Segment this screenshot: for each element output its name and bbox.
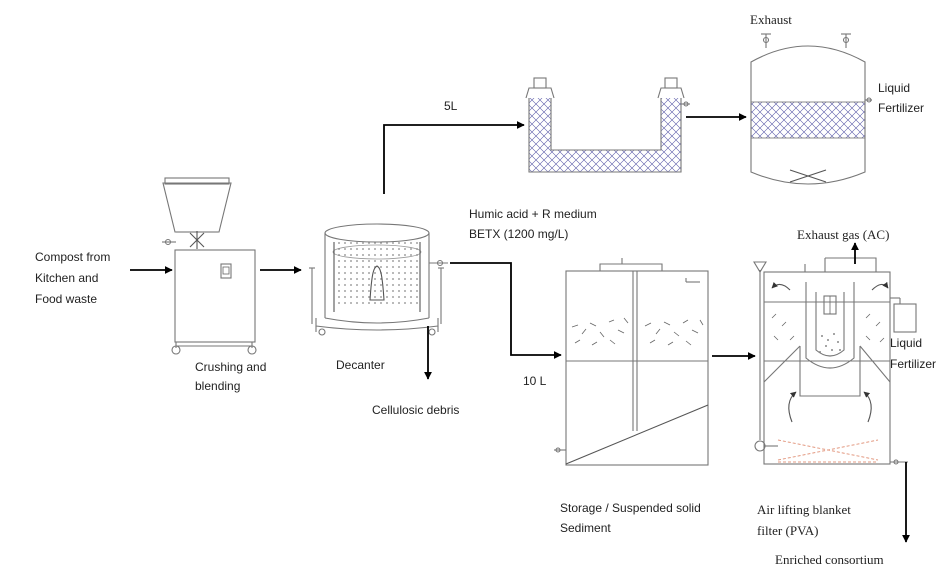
- storage-sediment-tank: [554, 258, 709, 466]
- label-liquid-fertilizer-top-1: Liquid: [878, 81, 911, 95]
- label-crushing-line2: blending: [195, 379, 241, 393]
- decanter: [309, 223, 448, 336]
- label-compost-line2: Kitchen and: [35, 271, 99, 285]
- crusher-blender: [162, 177, 257, 355]
- fertilizer-reactor-top: [750, 33, 872, 185]
- label-decanter: Decanter: [336, 358, 385, 372]
- label-liquid-fertilizer-bottom-1: Liquid: [890, 336, 923, 350]
- label-storage-line2: Sediment: [560, 521, 611, 535]
- label-humic-acid: Humic acid + R medium: [469, 207, 597, 221]
- airlift-blanket-filter: [753, 257, 917, 465]
- u-tank: [525, 77, 690, 173]
- label-volume-5l: 5L: [444, 99, 458, 113]
- label-cellulosic-debris: Cellulosic debris: [372, 403, 460, 417]
- flow-arrows: [130, 113, 910, 543]
- label-liquid-fertilizer-bottom-2: Fertilizer: [890, 357, 937, 371]
- label-enriched-consortium: Enriched consortium: [775, 552, 884, 567]
- label-crushing-line1: Crushing and: [195, 360, 267, 374]
- label-exhaust-gas: Exhaust gas (AC): [797, 227, 890, 242]
- label-compost-line3: Food waste: [35, 292, 98, 306]
- label-volume-10l: 10 L: [523, 374, 547, 388]
- label-compost-line1: Compost from: [35, 250, 111, 264]
- label-betx: BETX (1200 mg/L): [469, 227, 569, 241]
- label-airlift-line2: filter (PVA): [757, 523, 819, 538]
- label-airlift-line1: Air lifting blanket: [757, 502, 851, 517]
- label-liquid-fertilizer-top-2: Fertilizer: [878, 101, 925, 115]
- label-exhaust: Exhaust: [750, 12, 792, 27]
- label-storage-line1: Storage / Suspended solid: [560, 501, 701, 515]
